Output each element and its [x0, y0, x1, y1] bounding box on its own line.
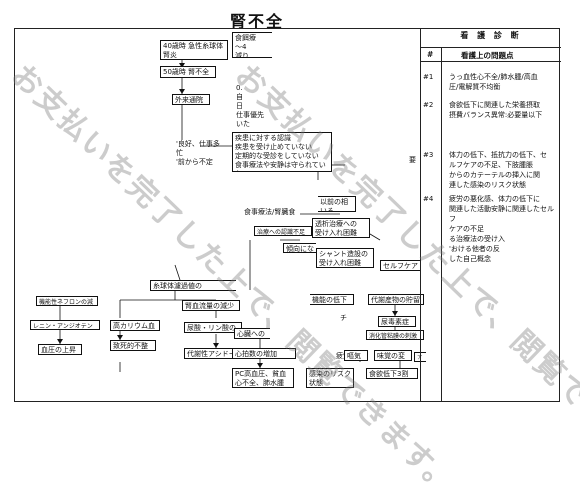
tendency-box: 傾向になる — [283, 243, 316, 253]
infection-risk-box: 感染のリスク 状態 — [306, 368, 354, 388]
diagnosis-num: #4 — [423, 195, 434, 203]
disease-awareness-box: 疾患に対する認識 疾患を受け止めていない 定期的な受診をしていない 食事療法や安… — [232, 132, 332, 172]
gi-irritation-box: 消化管粘膜の刺激 — [366, 330, 424, 340]
treatment-awareness-box: 治療への認識不足 — [254, 226, 312, 236]
phosphate-box: 尿酸・リン酸の蓄積 — [184, 322, 242, 333]
diet-control-text: 食事療法/腎臓食 — [244, 208, 296, 216]
uremia-box: 尿毒素症 — [378, 316, 416, 327]
dialysis-acceptance-box: 透析治療への 受け入れ困難 — [312, 218, 370, 238]
fatal-arrhythmia-box: 致死的不整脈 — [110, 340, 156, 351]
panel-divider — [441, 47, 442, 402]
diagnosis-text: 食欲低下に関連した栄養摂取 摂費バランス異常:必要量以下 — [449, 101, 543, 119]
heart-rate-box: 心拍数の増加 — [232, 348, 296, 359]
diagnosis-text: 疲労の悪化感、体力の低下に 関連した活動安静に関連したセルフ ケアの不足 — [449, 195, 554, 233]
bp-up-box: 血圧の上昇 — [38, 344, 82, 355]
renal-bloodflow-box: 腎血流量の減少 — [182, 300, 240, 311]
taste-change-box: 味覚の変調 — [374, 350, 412, 361]
onset-box: 40歳時 急性糸球体 腎炎 — [160, 40, 228, 60]
food-intake-box: 食欲低下3割の摂取 — [366, 368, 418, 379]
nausea-box: 嘔気 — [344, 350, 368, 361]
gfr-box: 糸球体濾過値の — [150, 280, 236, 291]
col-problem-header: 看護上の問題点 — [461, 51, 514, 60]
work-priority-text: 0. 自 日 仕事優先 いた — [236, 84, 264, 128]
panel-header: 看 護 診 断 — [460, 31, 522, 40]
diet-therapy-box: 食餌療 ～4 減り — [232, 32, 272, 58]
nephron-box: 機能性ネフロンの減少 — [36, 296, 98, 306]
edge-label: 要 — [409, 156, 416, 164]
previous-box: 以前の相 いる — [318, 196, 356, 212]
page-title: 腎不全 — [230, 12, 285, 31]
shunt-acceptance-box: シャント造設の 受け入れ困難 — [316, 248, 374, 268]
partial-char: チ — [340, 314, 347, 322]
diagnosis-text: 体力の低下、抵抗力の低下、セ ルフケアの不足、下肢腫脹 からのカテーテルの挿入に… — [449, 151, 547, 189]
hyperkalemia-box: 高カリウム血症 — [110, 320, 160, 331]
complications-box: PC高血圧、貧血 心不全、肺水腫 — [232, 368, 294, 388]
renin-angiotensin-box: レニン・アンジオテンシンの活性 — [30, 320, 100, 330]
col-num-header: # — [427, 50, 434, 59]
diagram-frame — [14, 28, 560, 402]
fatigue-text: 疲労 — [336, 352, 350, 360]
diagnosis-num: #2 — [423, 101, 434, 109]
diagnosis-num: #1 — [423, 73, 434, 81]
self-care-box: セルフケア — [380, 260, 420, 271]
renal-failure-box: 50歳時 腎不全 — [160, 66, 216, 78]
busy-work-text: '良好、仕事多忙 '前から不定 — [176, 140, 220, 166]
diagnosis-text: る治療法の受け入 'おける他者の反 した自己概念 — [449, 235, 505, 263]
diagnosis-text: うっ血性心不全/肺水腫/高血 圧/電解質不均衡 — [449, 73, 538, 91]
panel-column-headers: # 看護上の問題点 — [421, 47, 561, 62]
diagnosis-num: #3 — [423, 151, 434, 159]
outpatient-box: 外来通院 — [172, 94, 210, 105]
heart-load-box: 心臓への — [234, 328, 270, 339]
renal-decline-box: 機能の低下 — [310, 294, 354, 305]
metabolite-box: 代謝産物の貯留 — [368, 294, 424, 305]
nursing-diagnosis-panel: 看 護 診 断 # 看護上の問題点 #1 うっ血性心不全/肺水腫/高血 圧/電解… — [420, 28, 561, 402]
